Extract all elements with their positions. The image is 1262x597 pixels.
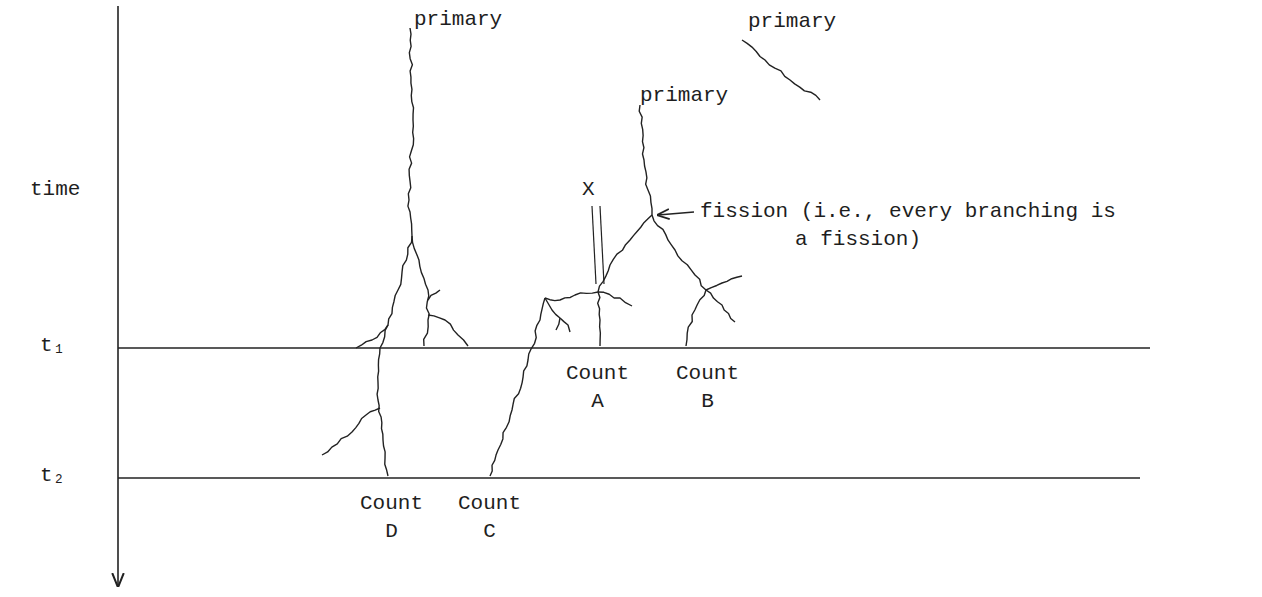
time-line [118, 347, 1150, 348]
primary-label: primary [748, 8, 836, 36]
count-label: Count A [566, 360, 629, 416]
neutron-track [428, 315, 468, 346]
neutron-track [598, 215, 652, 292]
neutron-track [545, 298, 560, 318]
count-label: Count B [676, 360, 739, 416]
neutron-track [490, 298, 545, 476]
neutron-track [639, 105, 652, 215]
neutron-track [322, 408, 380, 455]
primary-label: primary [640, 82, 728, 110]
leader-line [592, 206, 596, 284]
neutron-track [652, 215, 706, 290]
count-label: Count C [458, 490, 521, 546]
point-label: X [582, 176, 595, 204]
neutron-track [377, 325, 388, 476]
neutron-track [356, 236, 412, 348]
axis-label: time [30, 176, 80, 204]
neutron-track [598, 292, 632, 306]
primary-label: primary [414, 6, 502, 34]
time-label: t₁ [40, 332, 65, 360]
time-label: t₂ [40, 462, 65, 490]
neutron-track [706, 290, 735, 322]
neutron-track [412, 236, 429, 346]
neutron-track [560, 318, 570, 332]
neutron-track [742, 40, 820, 100]
neutron-track [408, 28, 414, 236]
pointer-arrow [658, 212, 694, 215]
neutron-track [686, 290, 706, 346]
neutron-track [706, 276, 742, 290]
fission-note: fission (i.e., every branching is a fiss… [700, 198, 1125, 254]
time-axis [117, 6, 119, 586]
neutron-track [598, 292, 601, 346]
neutron-tracks [322, 28, 820, 476]
count-label: Count D [360, 490, 423, 546]
neutron-track [428, 290, 440, 300]
time-line [118, 477, 1140, 478]
neutron-track [545, 292, 598, 301]
neutron-track [556, 318, 560, 330]
leader-line [600, 206, 604, 284]
